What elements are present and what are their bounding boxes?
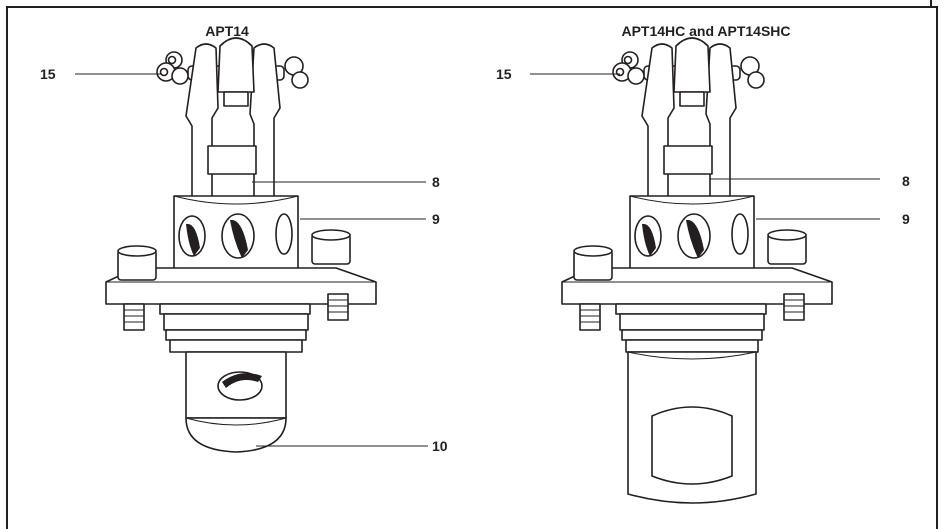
callout-9: 9 [432, 211, 440, 227]
view-apt14hc: APT14HC and APT14SHC 15 8 9 [496, 23, 910, 504]
callout-9: 9 [902, 211, 910, 227]
callout-15: 15 [40, 66, 56, 82]
view-title: APT14 [205, 23, 249, 39]
figure-frame [6, 6, 938, 529]
callout-8: 8 [902, 173, 910, 189]
callout-10: 10 [432, 438, 448, 454]
frame-tick-mark [930, 0, 932, 8]
callout-15: 15 [496, 66, 512, 82]
view-apt14: APT14 15 8 9 10 [40, 23, 448, 454]
apt14-drawing [105, 37, 377, 453]
callout-8: 8 [432, 174, 440, 190]
view-title: APT14HC and APT14SHC [621, 23, 790, 39]
apt14hc-drawing [561, 37, 833, 504]
